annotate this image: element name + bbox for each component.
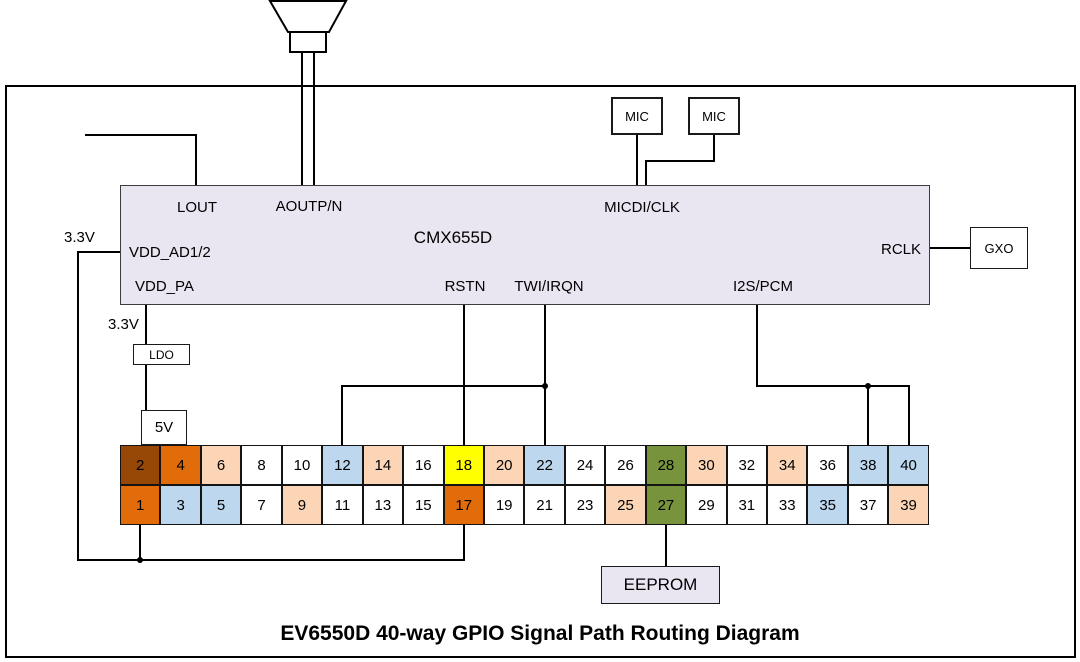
gpio-pin-13: 13	[362, 485, 404, 525]
gpio-pin-31: 31	[726, 485, 767, 525]
wire-3v3-rail	[77, 251, 465, 561]
gpio-pin-22: 22	[524, 445, 565, 485]
gpio-pin-16: 16	[403, 445, 444, 485]
chip-cmx655d: LOUT AOUTP/N MICDI/CLK CMX655D VDD_AD1/2…	[120, 185, 930, 305]
gpio-pin-2: 2	[120, 445, 161, 485]
gpio-pin-4: 4	[160, 445, 201, 485]
wire-i2s-pin40	[756, 305, 910, 445]
gpio-pin-35: 35	[807, 485, 848, 525]
gpio-pin-37: 37	[847, 485, 889, 525]
page-title: EV6550D 40-way GPIO Signal Path Routing …	[280, 622, 800, 645]
label-3v3-pa: 3.3V	[108, 316, 139, 333]
chip-pin-twi: TWI/IRQN	[514, 278, 584, 295]
chip-pin-rclk: RCLK	[880, 241, 921, 258]
gpio-pin-7: 7	[241, 485, 282, 525]
chip-pin-lout: LOUT	[176, 199, 218, 216]
gpio-pin-17: 17	[443, 485, 484, 525]
gpio-pin-15: 15	[403, 485, 444, 525]
gpio-pin-10: 10	[281, 445, 323, 485]
gpio-pin-26: 26	[605, 445, 646, 485]
gpio-pin-23: 23	[564, 485, 606, 525]
gpio-pin-11: 11	[322, 485, 363, 525]
gpio-pin-32: 32	[726, 445, 767, 485]
gpio-pin-9: 9	[281, 485, 323, 525]
speaker-icon	[268, 0, 348, 53]
gpio-pin-24: 24	[564, 445, 606, 485]
chip-pin-i2s: I2S/PCM	[732, 278, 794, 295]
gpio-pin-25: 25	[605, 485, 646, 525]
chip-name: CMX655D	[413, 228, 493, 247]
gpio-pin-12: 12	[322, 445, 363, 485]
gpio-pin-19: 19	[483, 485, 525, 525]
gpio-pin-27: 27	[645, 485, 687, 525]
mic1-box: MIC	[611, 97, 663, 135]
gpio-pin-39: 39	[888, 485, 929, 525]
gpio-pin-18: 18	[443, 445, 484, 485]
label-3v3-left: 3.3V	[64, 229, 95, 246]
gpio-pin-8: 8	[241, 445, 282, 485]
gpio-pin-5: 5	[200, 485, 242, 525]
wire-lout	[85, 134, 197, 185]
chip-pin-rstn: RSTN	[444, 278, 486, 295]
gpio-pin-36: 36	[807, 445, 848, 485]
eeprom-box: EEPROM	[601, 566, 720, 604]
chip-pin-aoutp: AOUTP/N	[275, 198, 343, 215]
gpio-pin-1: 1	[120, 485, 161, 525]
gpio-pin-30: 30	[686, 445, 727, 485]
gpio-pin-34: 34	[767, 445, 808, 485]
5v-box: 5V	[141, 410, 187, 445]
junction-dots	[137, 383, 871, 563]
gpio-pin-38: 38	[847, 445, 889, 485]
gpio-pin-3: 3	[160, 485, 201, 525]
gpio-pin-21: 21	[524, 485, 565, 525]
wire-mic2	[645, 135, 715, 185]
gpio-pin-20: 20	[483, 445, 525, 485]
gpio-pin-28: 28	[645, 445, 687, 485]
chip-pin-micdi: MICDI/CLK	[604, 199, 680, 216]
chip-pin-vdd-pa: VDD_PA	[135, 278, 194, 295]
gpio-pin-14: 14	[362, 445, 404, 485]
chip-pin-vdd-ad: VDD_AD1/2	[129, 244, 211, 261]
gpio-pin-40: 40	[888, 445, 929, 485]
gpio-pin-6: 6	[200, 445, 242, 485]
mic2-box: MIC	[688, 97, 740, 135]
gxo-box: GXO	[970, 227, 1028, 269]
wire-twi-pin12	[341, 385, 545, 445]
gpio-pin-33: 33	[767, 485, 808, 525]
diagram-border	[5, 85, 1076, 658]
gpio-pin-29: 29	[686, 485, 727, 525]
ldo-box: LDO	[133, 344, 190, 365]
